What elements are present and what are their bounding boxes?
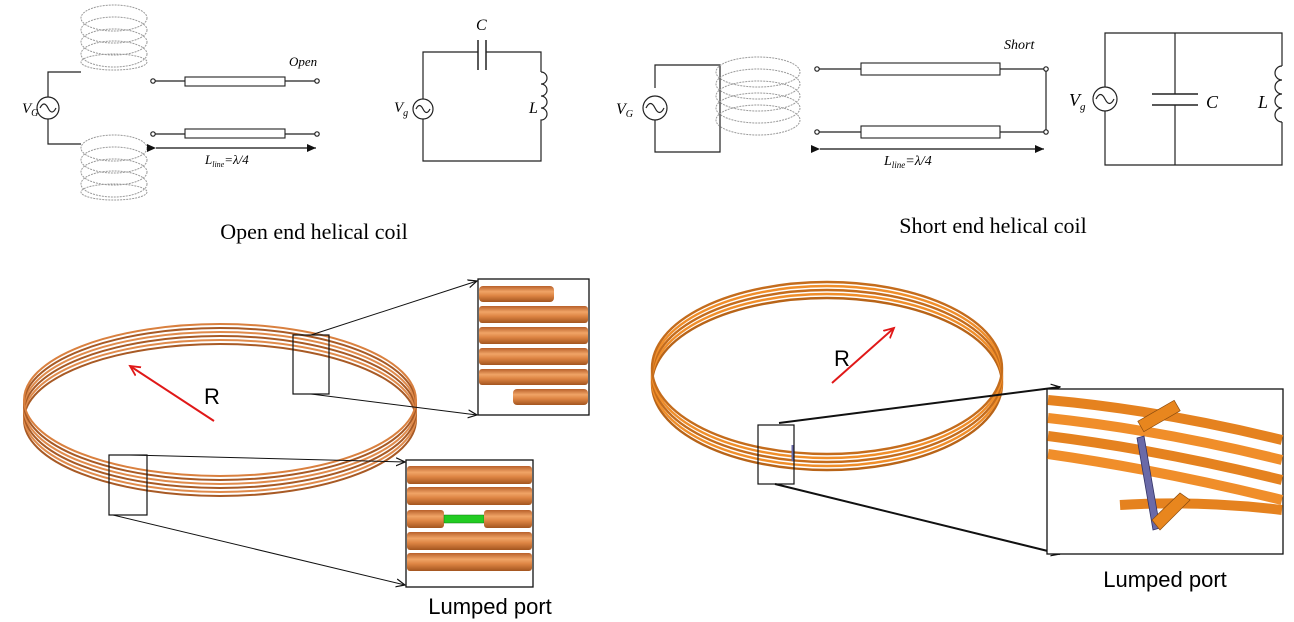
short-end-caption: Short end helical coil — [899, 213, 1087, 238]
ac-source-icon — [412, 98, 434, 120]
inductor-icon — [422, 71, 548, 162]
lumped-port-caption: Lumped port — [1103, 567, 1227, 592]
open-end-coil-model: R Lumped port — [23, 278, 590, 619]
inductor-label: L — [1257, 92, 1268, 112]
line-length-label: Lline=λ/4 — [883, 154, 932, 170]
lumped-port-caption: Lumped port — [428, 594, 552, 619]
inset-lumped-port-detail — [405, 459, 534, 588]
radius-arrow — [831, 328, 894, 384]
open-end-caption: Open end helical coil — [220, 219, 408, 244]
helix-coil-bottom — [80, 134, 148, 201]
series-lc-circuit — [412, 40, 548, 162]
inductor-label: L — [528, 100, 538, 117]
wire — [47, 71, 81, 97]
radius-label: R — [834, 346, 850, 371]
line-end-label: Short — [1004, 38, 1035, 53]
radius-label: R — [204, 384, 220, 409]
ac-source-icon — [1092, 86, 1118, 112]
short-end-schematic: VG Short Lline=λ/4 — [616, 32, 1283, 238]
lumped-port-element — [443, 514, 485, 524]
capacitor-label: C — [476, 17, 487, 34]
helix-coil-top — [80, 4, 148, 71]
inset-lumped-port-detail — [1046, 388, 1284, 555]
helix-coil — [715, 56, 801, 136]
parallel-lc-circuit — [1092, 32, 1283, 166]
wire — [47, 119, 81, 145]
ac-source-icon — [36, 96, 60, 120]
copper-ring-coil — [23, 323, 417, 497]
line-end-label: Open — [289, 54, 317, 69]
inset-coil-end-detail — [477, 278, 590, 416]
source-label: VG — [616, 101, 633, 120]
inductor-icon — [1274, 65, 1283, 123]
zoom-region-bottom — [108, 454, 148, 516]
source-label: VG — [22, 101, 38, 119]
transmission-line — [147, 76, 320, 152]
line-length-label: Lline=λ/4 — [204, 152, 249, 169]
equiv-source-label: Vg — [394, 100, 408, 119]
equiv-source-label: Vg — [1069, 90, 1086, 113]
ac-source-icon — [642, 95, 668, 121]
copper-ring-coil — [650, 280, 1004, 472]
short-end-coil-model: R Lumped port — [650, 280, 1284, 592]
capacitor-label: C — [1206, 92, 1219, 112]
transmission-line — [811, 62, 1049, 153]
wire — [654, 64, 721, 153]
radius-arrow — [130, 366, 215, 422]
open-end-schematic: VG Open Lline=λ/4 — [22, 4, 548, 244]
